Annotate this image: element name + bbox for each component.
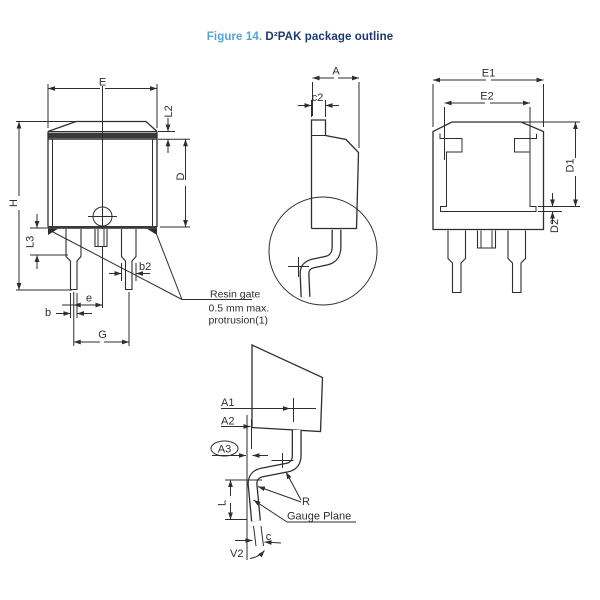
dim-E: E — [47, 77, 158, 128]
side-view: A c2 — [268, 66, 378, 306]
dim-A1: A1 — [221, 397, 316, 422]
front-view: E L2 D H — [8, 77, 270, 346]
dim-c2: c2 — [298, 92, 339, 117]
dim-label-D: D — [175, 173, 187, 181]
dim-label-A3: A3 — [218, 444, 231, 456]
dim-e: e — [62, 292, 103, 346]
dim-b: b — [45, 293, 92, 319]
resin-gate-line2: 0.5 mm max. — [209, 303, 270, 315]
dim-label-L3: L3 — [25, 236, 37, 248]
dim-L3: L3 — [25, 214, 68, 269]
detail-indicator-circle — [268, 196, 378, 306]
dim-label-G: G — [98, 329, 107, 341]
dim-b2: b2 — [109, 261, 151, 281]
gauge-plane-note: Gauge Plane — [253, 499, 356, 523]
lead-detail-view: A1 A2 A3 — [210, 343, 356, 560]
dim-A: A — [312, 66, 360, 148]
dim-label-c2: c2 — [312, 92, 324, 104]
dim-label-A1: A1 — [221, 397, 234, 409]
dim-label-A: A — [332, 66, 340, 78]
dim-label-L2: L2 — [163, 105, 175, 117]
dim-label-b: b — [45, 307, 51, 319]
dim-label-D2: D2 — [549, 219, 561, 233]
back-leads — [447, 230, 527, 294]
resin-gate-note: Resin gate 0.5 mm max. protrusion(1) — [51, 231, 270, 327]
dim-L: L — [217, 479, 262, 520]
dim-label-b2: b2 — [139, 261, 151, 273]
dim-V2: V2 — [230, 548, 265, 560]
dim-H: H — [8, 121, 95, 291]
resin-gate-mark-right — [147, 228, 157, 235]
dim-D: D — [160, 139, 190, 228]
dim-label-R: R — [302, 496, 310, 508]
dim-label-E2: E2 — [480, 91, 493, 103]
dim-G: G — [73, 292, 130, 346]
dim-label-D1: D1 — [565, 158, 577, 172]
dim-label-E: E — [99, 77, 106, 89]
dim-D1: D1 — [522, 121, 580, 207]
resin-gate-line1: Resin gate — [210, 289, 260, 301]
figure-caption: D²PAK package outline — [265, 31, 394, 43]
dim-label-c: c — [266, 531, 272, 543]
front-leads — [65, 229, 137, 291]
front-package-outline — [47, 86, 158, 308]
dim-A2: A2 — [221, 416, 252, 449]
side-lead — [288, 229, 342, 298]
detail-body-outline — [251, 343, 324, 433]
dim-D2: D2 — [538, 193, 562, 233]
dim-label-e: e — [86, 293, 92, 305]
dim-label-E1: E1 — [482, 68, 495, 80]
resin-gate-line3: protrusion(1) — [209, 315, 269, 327]
back-package-outline — [432, 121, 545, 231]
dim-E2: E2 — [444, 91, 531, 160]
figure-number: Figure 14. — [206, 31, 263, 43]
dim-R: R — [257, 471, 310, 508]
dim-E1: E1 — [432, 68, 544, 127]
gauge-plane-label: Gauge Plane — [287, 511, 351, 523]
back-tab-outline — [439, 133, 537, 212]
figure-title: Figure 14. D²PAK package outline — [0, 31, 600, 43]
side-package-outline — [310, 119, 360, 230]
dim-label-L: L — [217, 500, 229, 506]
dim-label-A2: A2 — [221, 416, 234, 428]
dim-A3: A3 — [210, 440, 268, 458]
back-view: E1 E2 D1 D2 — [432, 68, 580, 294]
dim-label-V2: V2 — [230, 548, 243, 560]
dim-c: c — [235, 525, 282, 547]
detail-lead — [247, 430, 302, 522]
dim-label-H: H — [8, 199, 20, 207]
